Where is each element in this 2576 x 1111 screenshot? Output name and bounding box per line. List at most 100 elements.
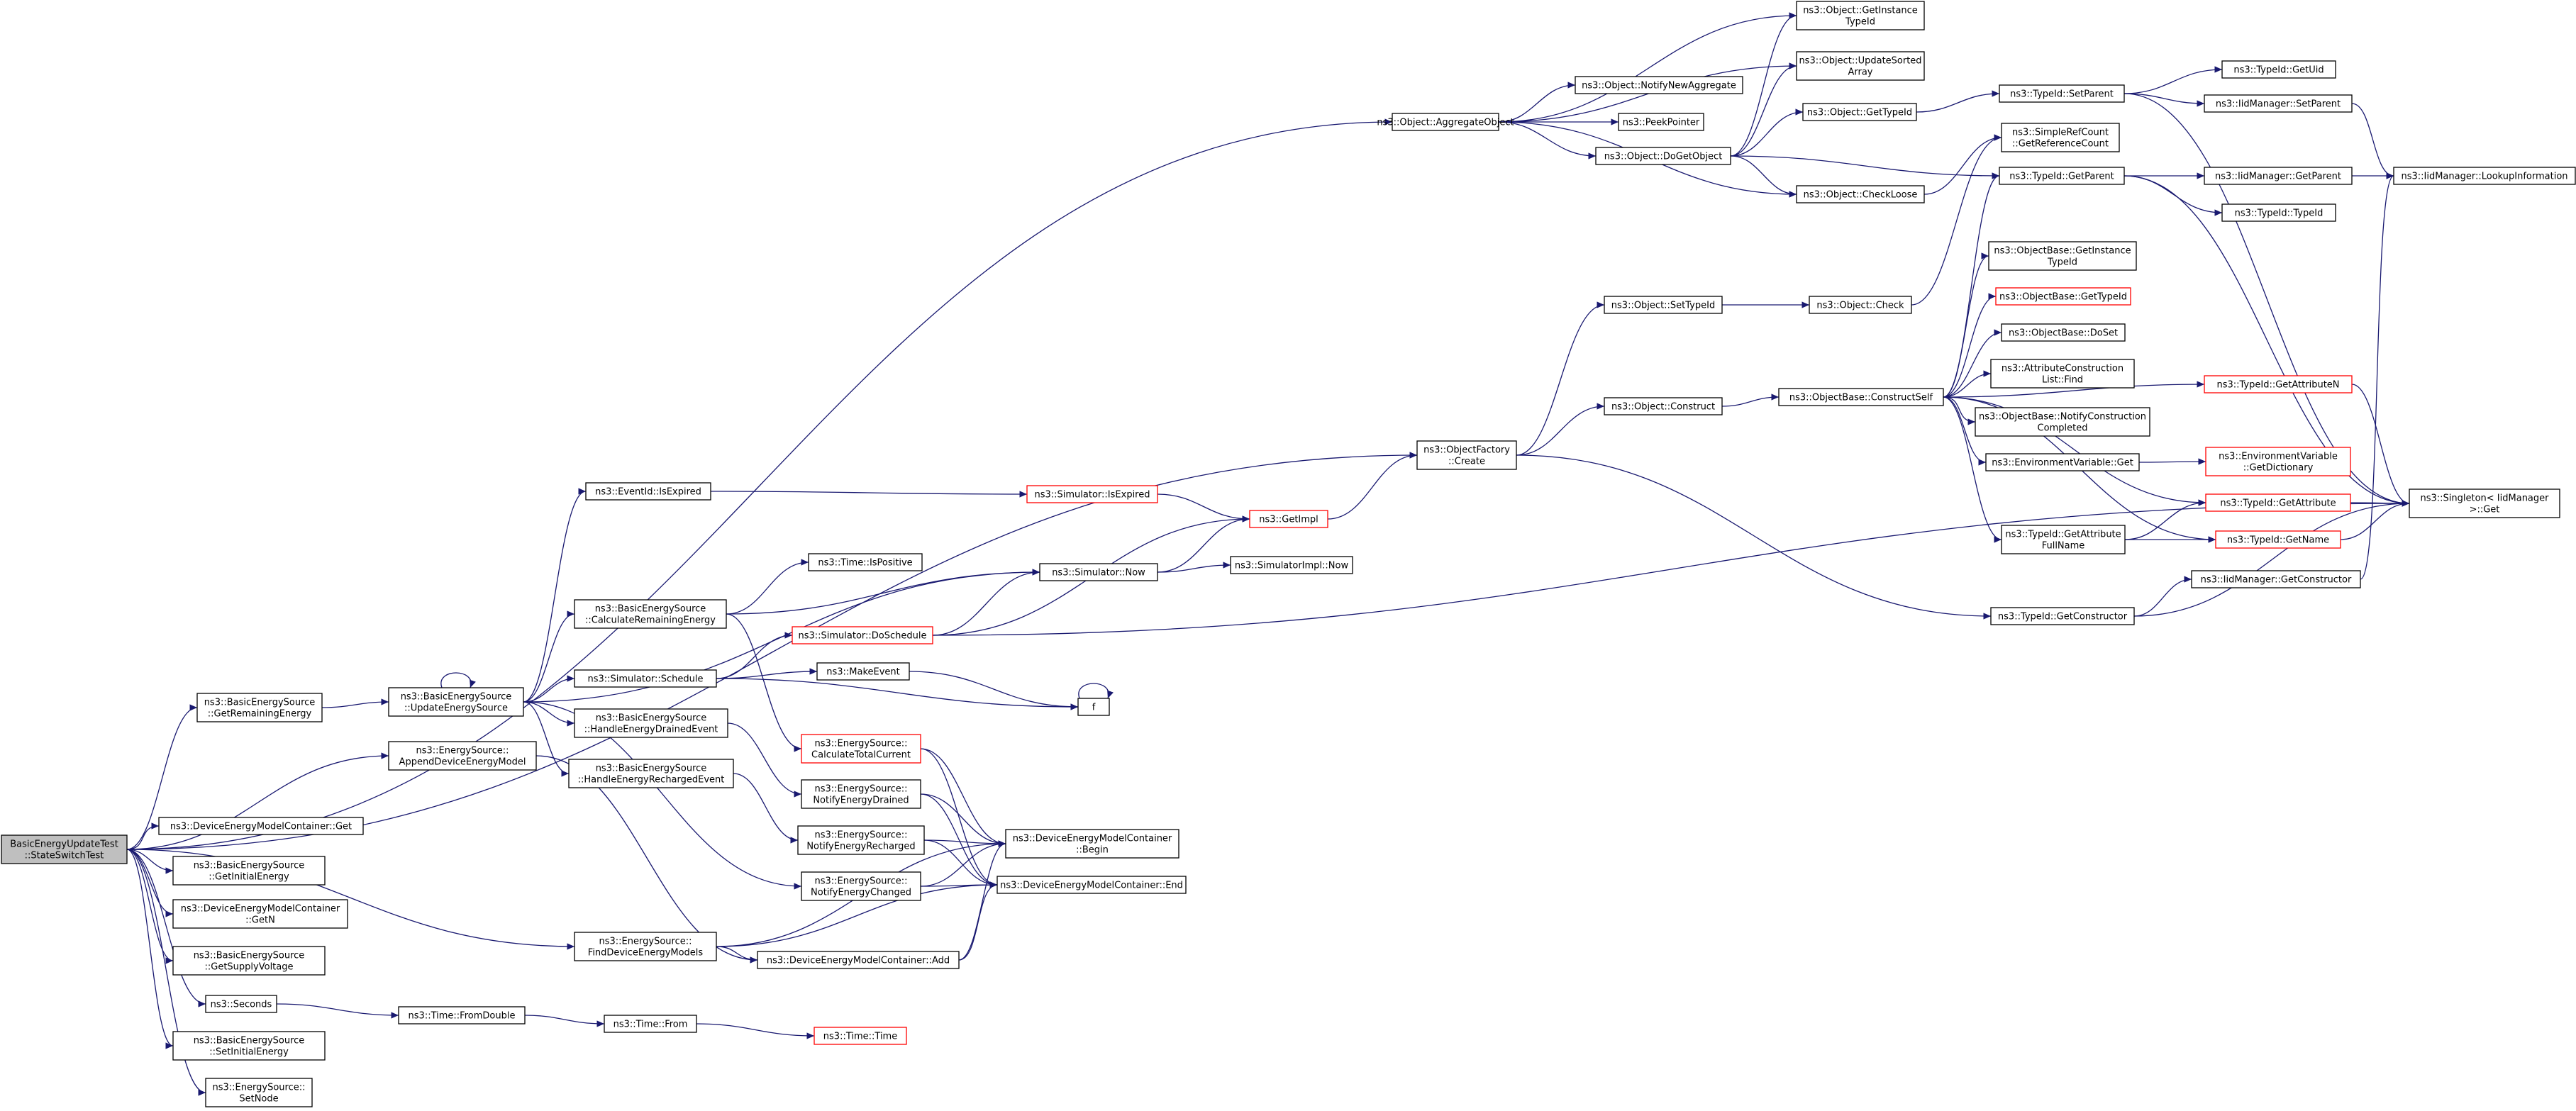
node-label: ns3::DeviceEnergyModelContainer::End [1000,881,1183,891]
node-container-add[interactable]: ns3::DeviceEnergyModelContainer::Add [757,951,960,969]
node-label: ns3::Singleton< IidManager [2420,493,2549,504]
node-time-time[interactable]: ns3::Time::Time [814,1027,907,1045]
node-get-uid[interactable]: ns3::TypeId::GetUid [2221,60,2336,79]
node-object-factory-create[interactable]: ns3::ObjectFactory::Create [1416,440,1517,470]
node-container-get[interactable]: ns3::DeviceEnergyModelContainer::Get [158,817,364,835]
node-get-attribute[interactable]: ns3::TypeId::GetAttribute [2205,493,2351,512]
node-type-id-get-constructor[interactable]: ns3::TypeId::GetConstructor [1990,607,2135,625]
node-notify-energy-drained[interactable]: ns3::EnergySource::NotifyEnergyDrained [801,779,921,809]
node-do-get-object[interactable]: ns3::Object::DoGetObject [1595,147,1731,165]
node-iid-get-constructor[interactable]: ns3::IidManager::GetConstructor [2191,570,2361,588]
node-object-construct[interactable]: ns3::Object::Construct [1604,397,1723,415]
node-get-parent[interactable]: ns3::TypeId::GetParent [1999,167,2125,185]
node-type-id-type-id[interactable]: ns3::TypeId::TypeId [2221,203,2336,222]
node-box [2215,530,2341,549]
node-label: ns3::ObjectBase::NotifyConstruction [1979,412,2146,423]
node-object-check[interactable]: ns3::Object::Check [1809,296,1912,314]
node-box [172,946,326,976]
node-ob-get-type-id[interactable]: ns3::ObjectBase::GetTypeId [1995,287,2131,306]
node-notify-energy-changed[interactable]: ns3::EnergySource::NotifyEnergyChanged [801,871,921,901]
node-set-initial-energy[interactable]: ns3::BasicEnergySource::SetInitialEnergy [172,1031,326,1061]
node-get-name[interactable]: ns3::TypeId::GetName [2215,530,2341,549]
node-container-get-n[interactable]: ns3::DeviceEnergyModelContainer::GetN [172,899,348,929]
node-label: ns3::IidManager::LookupInformation [2401,172,2567,182]
node-label: ns3::TypeId::TypeId [2235,208,2324,219]
edge-root-to-setInitialEnergy [126,849,174,1049]
node-check-loose[interactable]: ns3::Object::CheckLoose [1796,185,1925,203]
node-get-impl[interactable]: ns3::GetImpl [1249,510,1328,528]
node-simulator-is-expired[interactable]: ns3::Simulator::IsExpired [1026,485,1158,503]
edge-seconds-to-timeFromDouble [276,1003,399,1019]
node-container-end[interactable]: ns3::DeviceEnergyModelContainer::End [996,876,1187,894]
node-get-supply-voltage[interactable]: ns3::BasicEnergySource::GetSupplyVoltage [172,946,326,976]
node-calculate-remaining-energy[interactable]: ns3::BasicEnergySource::CalculateRemaini… [574,599,727,629]
edge-calculateTotalCurrent-to-containerEnd [920,748,998,888]
node-label: ::UpdateEnergySource [404,703,508,714]
node-find-device-energy-models[interactable]: ns3::EnergySource::FindDeviceEnergyModel… [574,932,717,961]
node-iid-get-parent[interactable]: ns3::IidManager::GetParent [2204,167,2353,185]
node-notify-construction-completed[interactable]: ns3::ObjectBase::NotifyConstructionCompl… [1975,407,2150,437]
node-f[interactable]: f [1077,698,1110,716]
edge-calculateRemainingEnergy-to-simulatorNow [726,569,1040,615]
node-time-from[interactable]: ns3::Time::From [604,1015,697,1033]
node-singleton-get[interactable]: ns3::Singleton< IidManager >::Get [2409,488,2560,518]
node-label: ns3::ObjectBase::DoSet [2009,328,2118,339]
node-box [205,995,277,1013]
node-aggregate-object[interactable]: ns3::Object::AggregateObject [1377,113,1514,131]
node-object-get-type-id[interactable]: ns3::Object::GetTypeId [1802,103,1917,121]
node-box [801,871,921,901]
node-handle-energy-recharged-event[interactable]: ns3::BasicEnergySource::HandleEnergyRech… [568,759,734,788]
node-set-node[interactable]: ns3::EnergySource::SetNode [205,1078,313,1107]
node-notify-energy-recharged[interactable]: ns3::EnergySource::NotifyEnergyRecharged [797,825,925,855]
edge-calculateRemainingEnergy-to-calculateTotalCurrent [726,613,802,752]
node-env-var-get-dictionary[interactable]: ns3::EnvironmentVariable::GetDictionary [2205,447,2351,476]
node-peek-pointer[interactable]: ns3::PeekPointer [1618,113,1704,131]
node-get-attribute-n[interactable]: ns3::TypeId::GetAttributeN [2204,375,2353,393]
node-label: ::CalculateRemainingEnergy [585,615,716,626]
node-label: ns3::EnergySource:: [815,784,908,795]
node-container-begin[interactable]: ns3::DeviceEnergyModelContainer::Begin [1005,829,1179,859]
edge-getRemainingEnergy-to-updateEnergySource [321,698,389,708]
node-do-schedule[interactable]: ns3::Simulator::DoSchedule [792,626,933,644]
node-label: ns3::TypeId::GetConstructor [1998,612,2128,623]
node-get-remaining-energy[interactable]: ns3::BasicEnergySource::GetRemainingEner… [196,693,323,722]
node-label: ns3::BasicEnergySource [595,604,706,615]
node-construct-self[interactable]: ns3::ObjectBase::ConstructSelf [1778,388,1944,406]
node-notify-new-aggregate[interactable]: ns3::Object::NotifyNewAggregate [1575,76,1743,94]
node-simulator-impl-now[interactable]: ns3::SimulatorImpl::Now [1230,556,1353,574]
node-get-initial-energy[interactable]: ns3::BasicEnergySource::GetInitialEnergy [172,856,326,886]
edge-updateEnergySource-to-notifyEnergyChanged [523,701,802,890]
node-set-parent[interactable]: ns3::TypeId::SetParent [1999,84,2125,103]
node-time-from-double[interactable]: ns3::Time::FromDouble [398,1006,526,1025]
node-label: ns3::BasicEnergySource [194,861,305,871]
node-event-id-is-expired[interactable]: ns3::EventId::IsExpired [585,482,711,501]
node-simulator-schedule[interactable]: ns3::Simulator::Schedule [574,669,717,688]
node-box [2204,167,2353,185]
node-time-is-positive[interactable]: ns3::Time::IsPositive [808,553,923,571]
node-env-var-get[interactable]: ns3::EnvironmentVariable::Get [1985,453,2140,471]
node-make-event[interactable]: ns3::MakeEvent [816,662,910,681]
node-box [801,734,921,764]
node-handle-energy-drained-event[interactable]: ns3::BasicEnergySource::HandleEnergyDrai… [574,708,728,738]
node-simulator-now[interactable]: ns3::Simulator::Now [1039,563,1158,581]
node-update-energy-source[interactable]: ns3::BasicEnergySource::UpdateEnergySour… [388,687,524,717]
node-get-reference-count[interactable]: ns3::SimpleRefCount::GetReferenceCount [2001,123,2120,152]
node-root[interactable]: BasicEnergyUpdateTest::StateSwitchTest [1,834,128,864]
node-set-type-id[interactable]: ns3::Object::SetTypeId [1604,296,1723,314]
node-calculate-total-current[interactable]: ns3::EnergySource::CalculateTotalCurrent [801,734,921,764]
node-label: ns3::IidManager::SetParent [2216,99,2341,110]
node-label: ns3::Simulator::Schedule [587,674,703,685]
node-lookup-information[interactable]: ns3::IidManager::LookupInformation [2393,167,2576,185]
node-box [388,687,524,717]
node-ob-do-set[interactable]: ns3::ObjectBase::DoSet [2001,323,2126,342]
node-append-device-energy-model[interactable]: ns3::EnergySource::AppendDeviceEnergyMod… [388,741,537,771]
node-seconds[interactable]: ns3::Seconds [205,995,277,1013]
node-iid-set-parent[interactable]: ns3::IidManager::SetParent [2204,94,2353,113]
node-label: ::Create [1448,457,1485,467]
edge-constructSelf-to-obDoSet [1943,329,2002,398]
